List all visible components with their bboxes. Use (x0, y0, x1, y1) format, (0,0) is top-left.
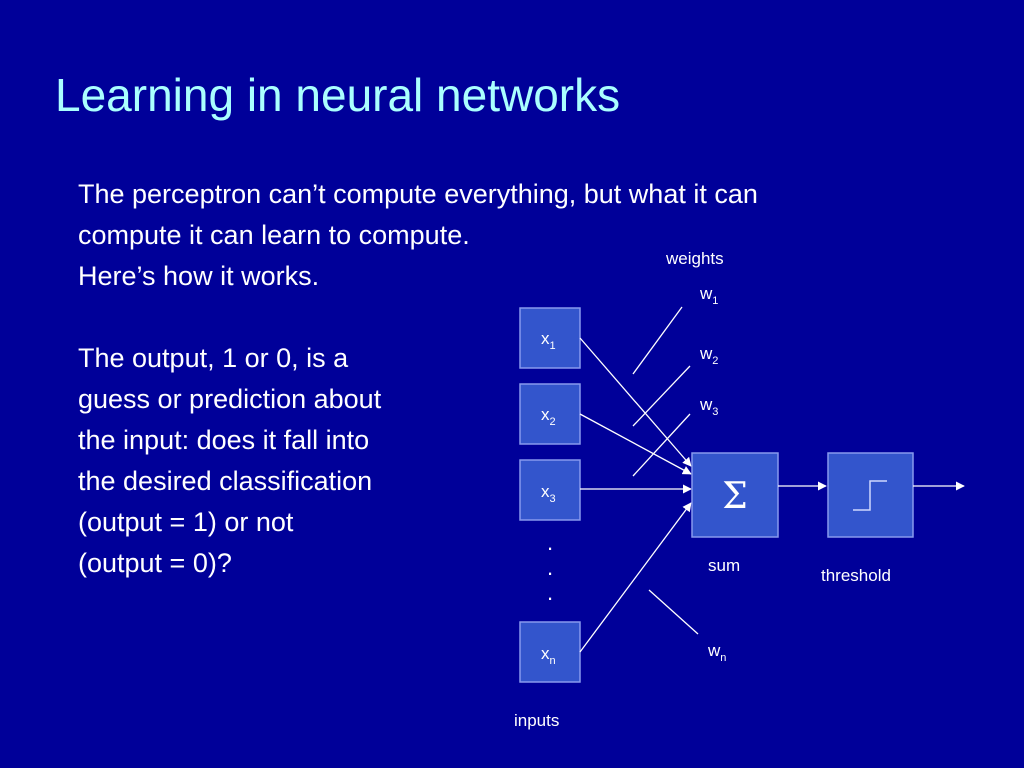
input-node-3: x3 (519, 459, 581, 521)
svg-text:x2: x2 (541, 405, 556, 428)
intro-line: Here’s how it works. (78, 261, 320, 291)
weight-label-1: w1 (699, 284, 718, 307)
weight-label-3: w3 (699, 395, 718, 418)
step-function-icon (853, 480, 887, 511)
threshold-node (827, 452, 914, 538)
threshold-label: threshold (821, 566, 891, 585)
input-wire-2 (579, 413, 692, 475)
input-node-2: x2 (519, 383, 581, 445)
weight-label-n: wn (707, 641, 726, 664)
question-line: The output, 1 or 0, is a (78, 343, 349, 373)
slide-title: Learning in neural networks (55, 69, 621, 121)
sum-label: sum (708, 556, 740, 575)
svg-text:x1: x1 (541, 329, 556, 352)
ellipsis-dot: . (547, 580, 553, 605)
input-wire-1 (579, 337, 692, 467)
question-line: the desired classification (78, 466, 373, 496)
weight-pointer-2 (632, 365, 691, 427)
ellipsis-dot: . (547, 530, 553, 555)
weights-label: weights (665, 249, 724, 268)
weight-pointer-n (648, 589, 699, 635)
svg-text:xn: xn (541, 644, 556, 667)
weight-pointer-1 (632, 306, 683, 375)
input-wire-n (579, 502, 692, 653)
weight-pointer-3 (632, 413, 691, 477)
intro-text: The perceptron can’t compute everything,… (78, 174, 758, 297)
question-line: the input: does it fall into (78, 425, 370, 455)
svg-text:x3: x3 (541, 482, 556, 505)
question-line: (output = 0)? (78, 548, 232, 578)
sigma-icon: Σ (722, 476, 747, 517)
intro-line: compute it can learn to compute. (78, 220, 470, 250)
input-node-n: xn (519, 621, 581, 683)
question-text: The output, 1 or 0, is a guess or predic… (78, 338, 381, 584)
question-line: guess or prediction about (78, 384, 382, 414)
intro-line: The perceptron can’t compute everything,… (78, 179, 758, 209)
sum-node: Σ (691, 452, 779, 538)
weight-label-2: w2 (699, 344, 718, 367)
ellipsis-dot: . (547, 555, 553, 580)
input-node-1: x1 (519, 307, 581, 369)
question-line: (output = 1) or not (78, 507, 294, 537)
inputs-label: inputs (514, 711, 559, 730)
